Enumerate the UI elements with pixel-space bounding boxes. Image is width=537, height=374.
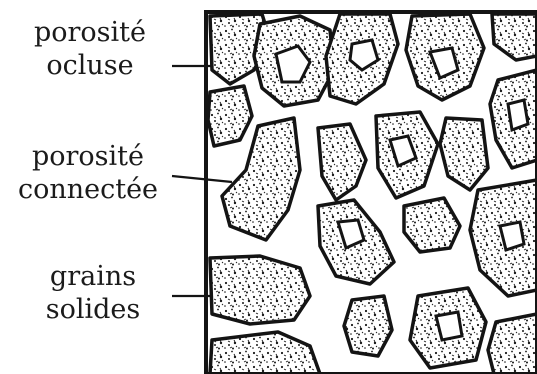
grain <box>208 86 252 146</box>
grain <box>440 118 488 190</box>
grain <box>210 332 320 374</box>
pointer-connected-porosity <box>172 176 232 182</box>
grain <box>492 14 537 60</box>
grain <box>210 256 310 324</box>
grain <box>344 296 392 356</box>
sample-grains <box>208 14 537 374</box>
grain <box>404 198 460 252</box>
occluded-pore <box>436 312 462 340</box>
grain <box>318 124 366 200</box>
occluded-pore <box>500 222 524 250</box>
grain <box>488 314 537 374</box>
occluded-pore <box>508 100 528 130</box>
